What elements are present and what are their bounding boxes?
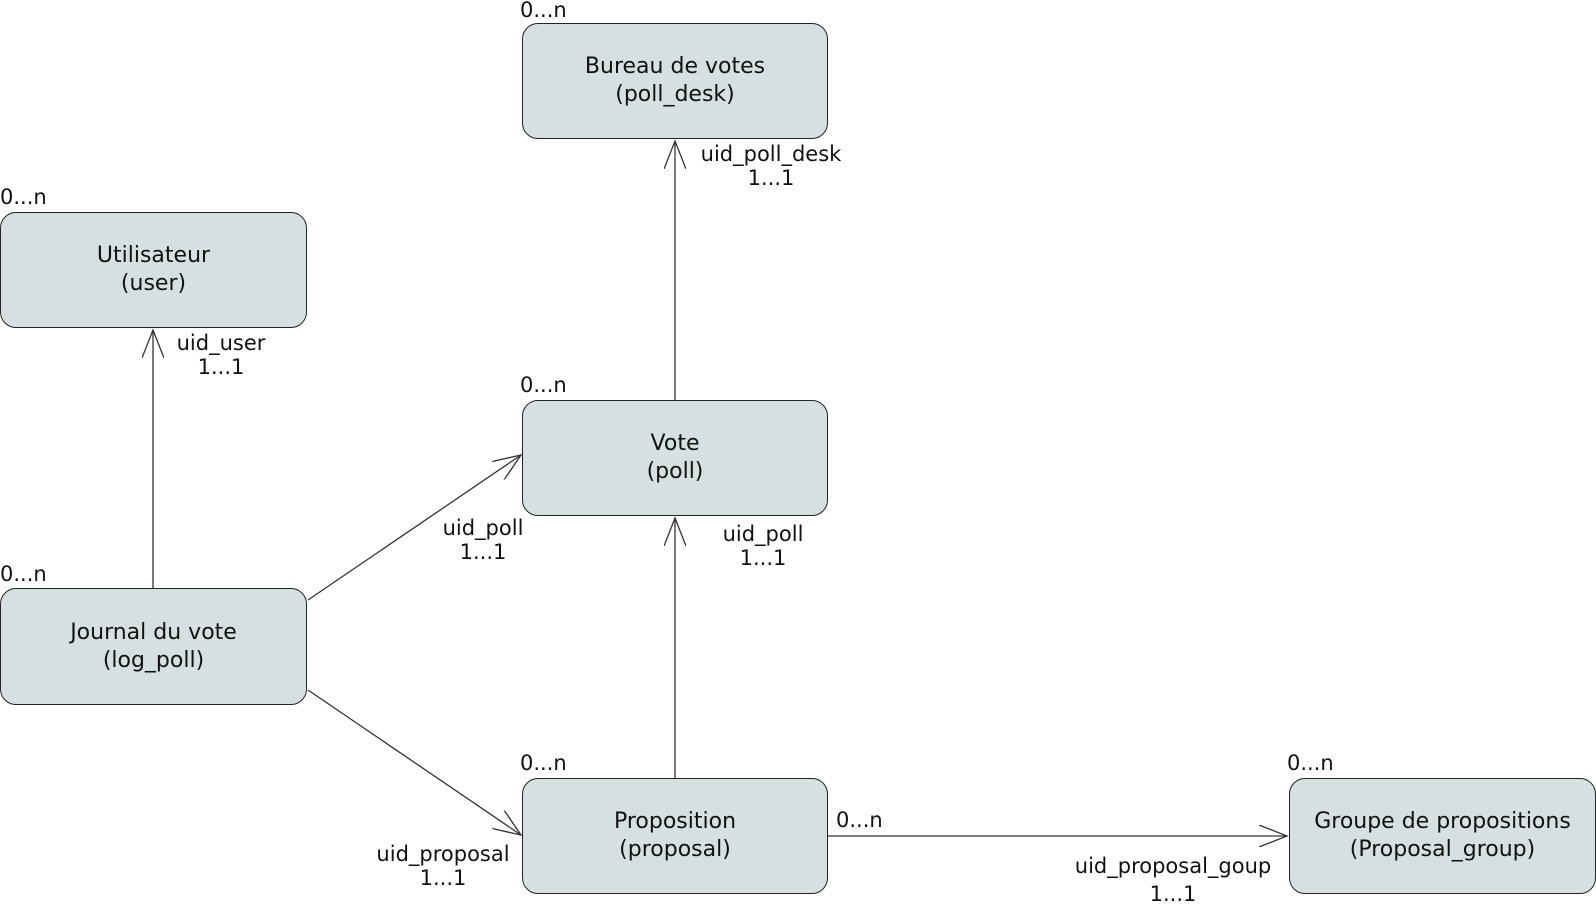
relation-key: uid_poll [722,522,804,546]
relation-key: uid_user [176,331,266,355]
relation-label-log-proposal: uid_proposal 1...1 [368,842,518,890]
relation-multiplicity: 1...1 [739,546,787,570]
entity-name: Journal du vote [70,619,237,645]
relation-key: uid_poll_desk [700,142,842,166]
cardinality-proposal: 0...n [520,751,567,775]
entity-name: Bureau de votes [584,54,766,79]
entity-code: (log_poll) [102,647,205,673]
relation-label-poll-desk: uid_poll_desk 1...1 [690,142,852,190]
relation-key: uid_proposal_goup [1074,854,1272,878]
relation-label-proposal-group: uid_proposal_goup 1...1 [1062,854,1284,906]
relation-multiplicity: 1...1 [747,166,795,190]
entity-code: (user) [120,271,187,296]
relation-label-proposal-poll: uid_poll 1...1 [718,522,808,570]
entity-proposal[interactable]: Proposition (proposal) [522,778,828,894]
entity-poll-desk[interactable]: Bureau de votes (poll_desk) [522,23,828,139]
entity-poll[interactable]: Vote (poll) [522,400,828,516]
relation-label-user: uid_user 1...1 [168,331,274,379]
link-log-to-proposal [307,689,521,835]
relation-multiplicity: 1...1 [197,355,245,379]
cardinality-poll-desk: 0...n [520,0,567,22]
relation-multiplicity: 1...1 [1149,882,1197,906]
cardinality-user: 0...n [0,185,47,209]
relation-source-cardinality: 0...n [836,808,883,832]
relation-label-log-poll: uid_poll 1...1 [438,516,528,564]
entity-code: (poll) [646,459,704,484]
cardinality-log-poll: 0...n [0,562,47,586]
relation-multiplicity: 1...1 [459,540,507,564]
entity-name: Utilisateur [96,243,211,268]
entity-name: Vote [650,431,700,456]
relation-key: uid_proposal [376,842,510,866]
entity-name: Groupe de propositions [1314,809,1571,834]
cardinality-proposal-group: 0...n [1287,751,1334,775]
entity-log-poll[interactable]: Journal du vote (log_poll) [0,588,307,705]
entity-proposal-group[interactable]: Groupe de propositions (Proposal_group) [1289,778,1596,894]
entity-code: (Proposal_group) [1349,837,1536,862]
relation-key: uid_poll [442,516,524,540]
entity-name: Proposition [613,809,737,834]
entity-user[interactable]: Utilisateur (user) [0,212,307,328]
entity-code: (proposal) [619,837,731,862]
cardinality-poll: 0...n [520,373,567,397]
link-log-to-poll [307,455,521,601]
relation-multiplicity: 1...1 [419,866,467,890]
entity-code: (poll_desk) [615,82,735,107]
